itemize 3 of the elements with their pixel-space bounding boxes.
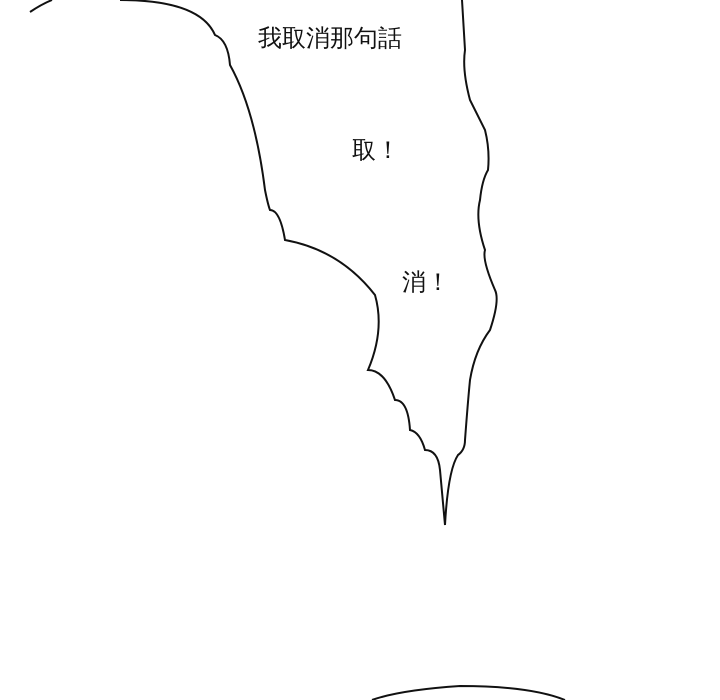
speech-text: 取！: [352, 138, 400, 162]
speech-text: 我取消那句話: [258, 26, 402, 50]
speech-text: 消！: [402, 270, 450, 294]
